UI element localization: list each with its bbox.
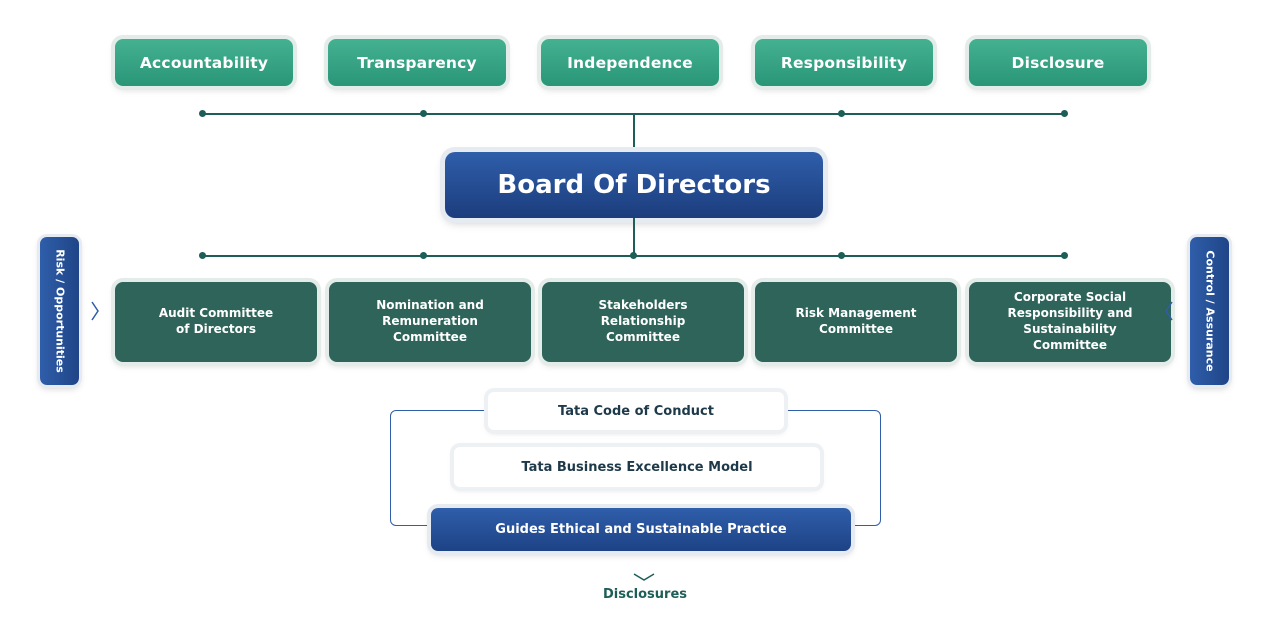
committee-label: Nomination and Remuneration Committee — [376, 298, 484, 344]
connector-dot — [420, 252, 427, 259]
tata-code-of-conduct: Tata Code of Conduct — [488, 392, 784, 430]
committee-csr-sustainability: Corporate Social Responsibility and Sust… — [969, 282, 1171, 362]
principle-accountability: Accountability — [115, 39, 293, 86]
control-assurance-label: Control / Assurance — [1203, 250, 1216, 372]
guides-ethical-sustainable-practice: Guides Ethical and Sustainable Practice — [431, 508, 851, 551]
control-assurance-tab: Control / Assurance — [1190, 237, 1229, 385]
chevron-right-icon — [91, 301, 99, 321]
principle-responsibility: Responsibility — [755, 39, 933, 86]
connector-dot — [838, 252, 845, 259]
committee-label: Stakeholders Relationship Committee — [598, 298, 688, 344]
committee-label: Corporate Social Responsibility and Sust… — [1007, 290, 1133, 352]
board-bottom-connector — [633, 218, 635, 256]
connector-dot — [838, 110, 845, 117]
tata-business-excellence-model: Tata Business Excellence Model — [454, 447, 820, 487]
committee-label: Risk Management Committee — [795, 306, 917, 336]
connector-dot — [199, 252, 206, 259]
committee-audit: Audit Committee of Directors — [115, 282, 317, 362]
disclosures-label: Disclosures — [602, 587, 688, 602]
connector-dot — [1061, 252, 1068, 259]
connector-dot — [420, 110, 427, 117]
risk-opportunities-tab: Risk / Opportunities — [40, 237, 79, 385]
connector-dot — [630, 252, 637, 259]
chevron-left-icon — [1165, 301, 1173, 321]
board-top-connector — [633, 113, 635, 153]
board-of-directors: Board Of Directors — [445, 152, 823, 218]
chevron-down-icon — [633, 573, 655, 581]
committee-risk-management: Risk Management Committee — [755, 282, 957, 362]
principle-transparency: Transparency — [328, 39, 506, 86]
risk-opportunities-label: Risk / Opportunities — [53, 249, 66, 373]
committee-nomination-remuneration: Nomination and Remuneration Committee — [329, 282, 531, 362]
principle-independence: Independence — [541, 39, 719, 86]
committee-stakeholders-relationship: Stakeholders Relationship Committee — [542, 282, 744, 362]
principle-disclosure: Disclosure — [969, 39, 1147, 86]
committee-label: Audit Committee of Directors — [158, 306, 274, 336]
connector-dot — [1061, 110, 1068, 117]
connector-dot — [199, 110, 206, 117]
